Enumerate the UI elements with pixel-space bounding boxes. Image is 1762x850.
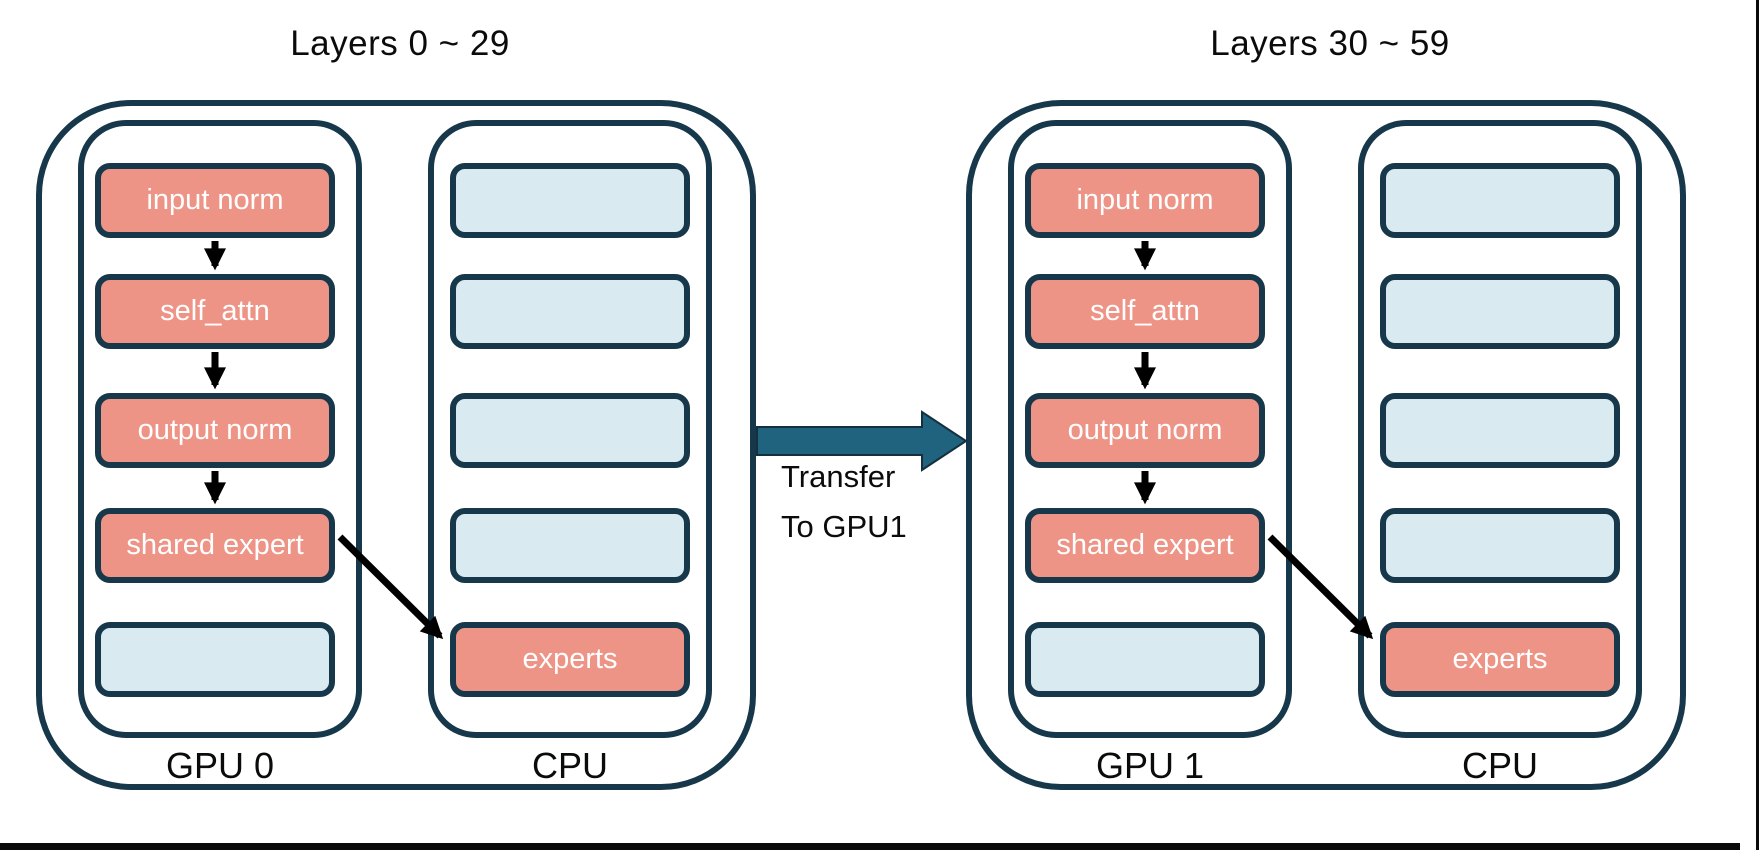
cpu-left-empty-slot-2 [450,274,690,349]
left-layer-group [36,100,756,790]
cpu-right-label: CPU [1461,745,1538,786]
gpu0-shared-expert-box: shared expert [95,508,335,583]
gpu1-shared-expert-box: shared expert [1025,508,1265,583]
gpu0-self-attn-box: self_attn [95,274,335,349]
gpu0-output-norm-box: output norm [95,393,335,468]
right-edge-line [1756,0,1759,850]
bottom-edge-bar [0,843,1740,850]
cpu-right-empty-slot-1 [1380,163,1620,238]
cpu-right-experts-box: experts [1380,622,1620,697]
gpu1-self-attn-box: self_attn [1025,274,1265,349]
gpu1-empty-slot [1025,622,1265,697]
cpu-right-empty-slot-4 [1380,508,1620,583]
gpu1-label: GPU 1 [1095,745,1205,786]
cpu-left-empty-slot-4 [450,508,690,583]
cpu-left-empty-slot-3 [450,393,690,468]
cpu-left-label: CPU [531,745,608,786]
cpu-left-experts-box: experts [450,622,690,697]
transfer-label: Transfer To GPU1 [781,452,991,552]
gpu0-input-norm-box: input norm [95,163,335,238]
gpu1-output-norm-box: output norm [1025,393,1265,468]
transfer-label-line1: Transfer [781,459,896,494]
gpu0-label: GPU 0 [165,745,275,786]
cpu-left-empty-slot-1 [450,163,690,238]
gpu0-empty-slot [95,622,335,697]
right-panel-title: Layers 30 ~ 59 [1210,24,1450,63]
gpu1-input-norm-box: input norm [1025,163,1265,238]
transfer-label-line2: To GPU1 [781,509,907,544]
cpu-right-empty-slot-3 [1380,393,1620,468]
left-panel-title: Layers 0 ~ 29 [290,24,510,63]
cpu-right-empty-slot-2 [1380,274,1620,349]
right-layer-group [966,100,1686,790]
